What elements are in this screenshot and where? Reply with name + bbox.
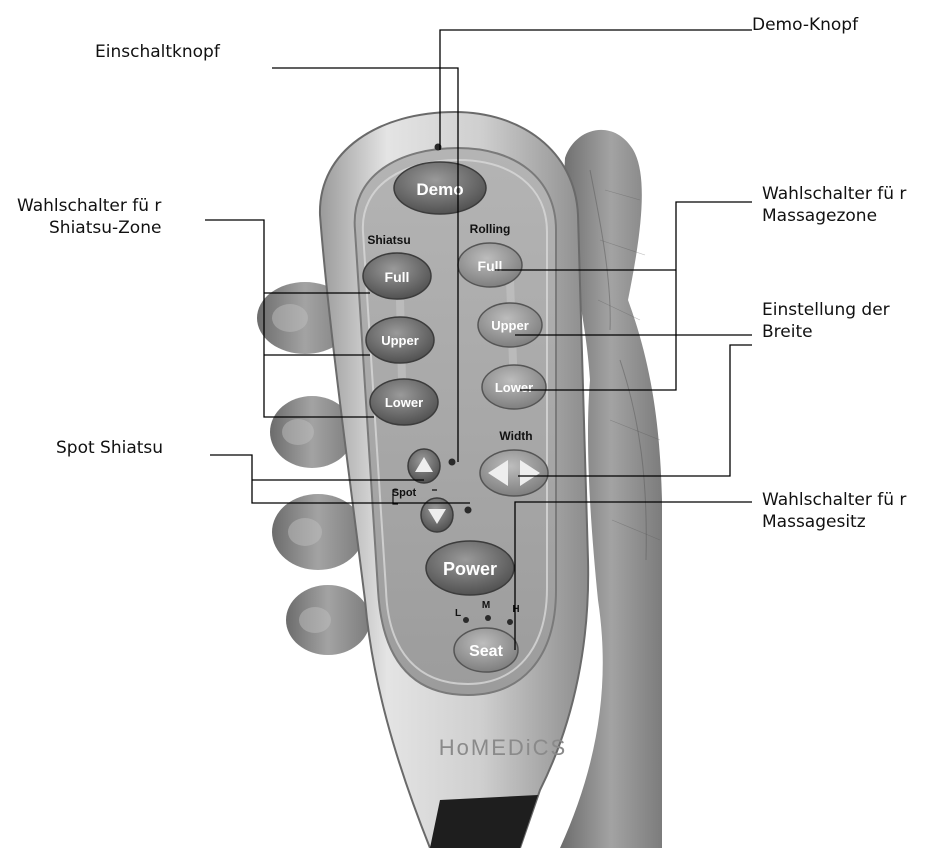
rolling-lower-button[interactable]: Lower (482, 365, 546, 409)
demo-button[interactable]: Demo (394, 162, 486, 214)
svg-text:Upper: Upper (381, 333, 419, 348)
spot-section-label: Spot (392, 487, 417, 499)
callout-seat-selector: Wahlschalter fü r Massagesitz (762, 489, 906, 533)
spot-up-button[interactable] (408, 449, 440, 483)
svg-text:Lower: Lower (495, 380, 533, 395)
svg-text:Lower: Lower (385, 395, 423, 410)
shiatsu-full-button[interactable]: Full (363, 253, 431, 299)
svg-text:Full: Full (478, 258, 503, 274)
rolling-upper-button[interactable]: Upper (478, 303, 542, 347)
svg-text:Full: Full (385, 269, 410, 285)
callout-shiatsu-zone: Wahlschalter fü r Shiatsu-Zone (17, 195, 161, 239)
callout-demo-button: Demo-Knopf (752, 14, 858, 36)
callout-width-setting: Einstellung der Breite (762, 299, 890, 343)
seat-level-low: L (455, 608, 461, 619)
seat-level-medium: M (482, 600, 490, 611)
rolling-section-label: Rolling (470, 222, 511, 236)
svg-text:Upper: Upper (491, 318, 529, 333)
callout-power-switch: Einschaltknopf (95, 41, 220, 63)
seat-button[interactable]: Seat (454, 628, 518, 672)
brand-logo: HoMEDiCS (439, 735, 567, 760)
shiatsu-lower-button[interactable]: Lower (370, 379, 438, 425)
svg-text:Demo: Demo (416, 180, 463, 199)
shiatsu-upper-button[interactable]: Upper (366, 317, 434, 363)
seat-level-high: H (512, 604, 519, 615)
power-button[interactable]: Power (426, 541, 514, 595)
width-button[interactable] (480, 450, 548, 496)
shiatsu-section-label: Shiatsu (367, 233, 410, 247)
width-section-label: Width (499, 429, 532, 443)
rolling-full-button[interactable]: Full (458, 243, 522, 287)
svg-text:Seat: Seat (469, 643, 503, 660)
svg-text:Power: Power (443, 559, 497, 579)
callout-spot-shiatsu: Spot Shiatsu (56, 437, 163, 459)
callout-massage-zone: Wahlschalter fü r Massagezone (762, 183, 906, 227)
